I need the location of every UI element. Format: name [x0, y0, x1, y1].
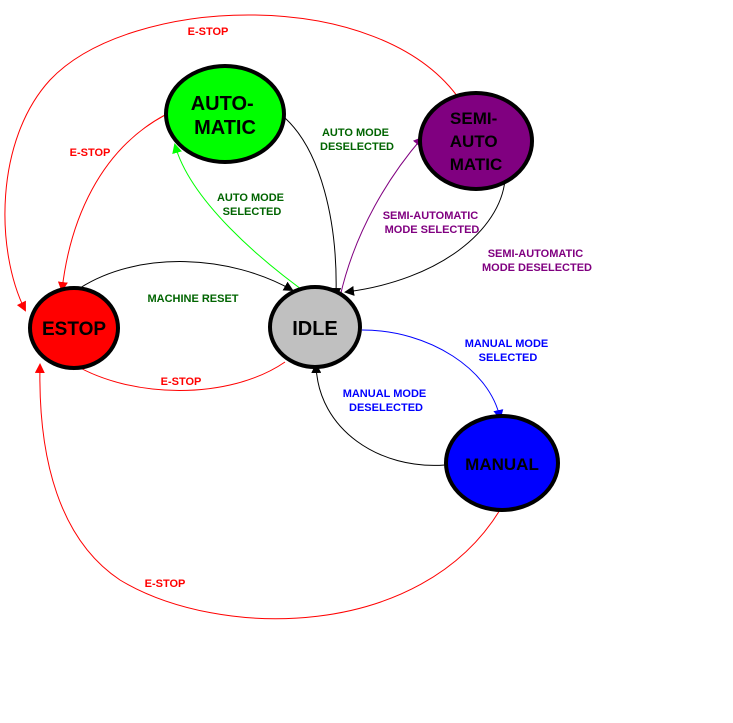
machine-reset-arrow	[79, 261, 294, 291]
state-estop: ESTOP	[28, 286, 120, 370]
estop-from-idle-arrow	[68, 360, 286, 391]
state-manual-label: MANUAL	[465, 455, 539, 474]
state-automatic: AUTO- MATIC	[164, 64, 286, 164]
state-idle: IDLE	[268, 285, 362, 369]
state-automatic-node	[164, 64, 286, 164]
state-automatic-label: AUTO- MATIC	[191, 93, 260, 139]
semi-selected-label: SEMI-AUTOMATIC MODE SELECTED	[383, 210, 482, 236]
estop-top-label: E-STOP	[188, 26, 229, 38]
semi-deselected-label: SEMI-AUTOMATIC MODE DESELECTED	[482, 248, 592, 274]
state-semi-automatic-node	[418, 91, 534, 191]
state-manual: MANUAL	[444, 414, 560, 512]
estop-from-manual-arrow	[34, 363, 501, 620]
state-idle-node	[268, 285, 362, 369]
manual-selected-label: MANUAL MODE SELECTED	[465, 338, 552, 364]
state-idle-label: IDLE	[292, 318, 338, 340]
estop-auto-label: E-STOP	[70, 147, 111, 159]
auto-deselected-label: AUTO MODE DESELECTED	[320, 127, 394, 153]
auto-deselected-arrow	[284, 117, 342, 298]
machine-reset-label: MACHINE RESET	[147, 293, 238, 305]
transition-labels: E-STOP E-STOP E-STOP E-STOP AUTO MODE DE…	[70, 26, 592, 590]
state-estop-label: ESTOP	[42, 319, 106, 340]
manual-deselected-arrow	[311, 363, 446, 466]
estop-idle-label: E-STOP	[161, 376, 202, 388]
semi-deselected-arrow	[344, 179, 506, 296]
auto-selected-arrow	[172, 143, 313, 298]
state-manual-node	[444, 414, 560, 512]
manual-selected-arrow	[361, 329, 504, 420]
estop-manual-label: E-STOP	[145, 578, 186, 590]
state-semi-automatic-label: SEMI- AUTO MATIC	[450, 109, 503, 174]
auto-selected-label: AUTO MODE SELECTED	[217, 192, 287, 218]
estop-from-semi-arrow	[4, 14, 461, 312]
semi-selected-arrow	[339, 136, 424, 298]
transition-arrows	[4, 14, 506, 620]
estop-from-auto-arrow	[57, 114, 166, 292]
manual-deselected-label: MANUAL MODE DESELECTED	[343, 388, 430, 414]
state-estop-node	[28, 286, 120, 370]
state-semi-automatic: SEMI- AUTO MATIC	[418, 91, 534, 191]
